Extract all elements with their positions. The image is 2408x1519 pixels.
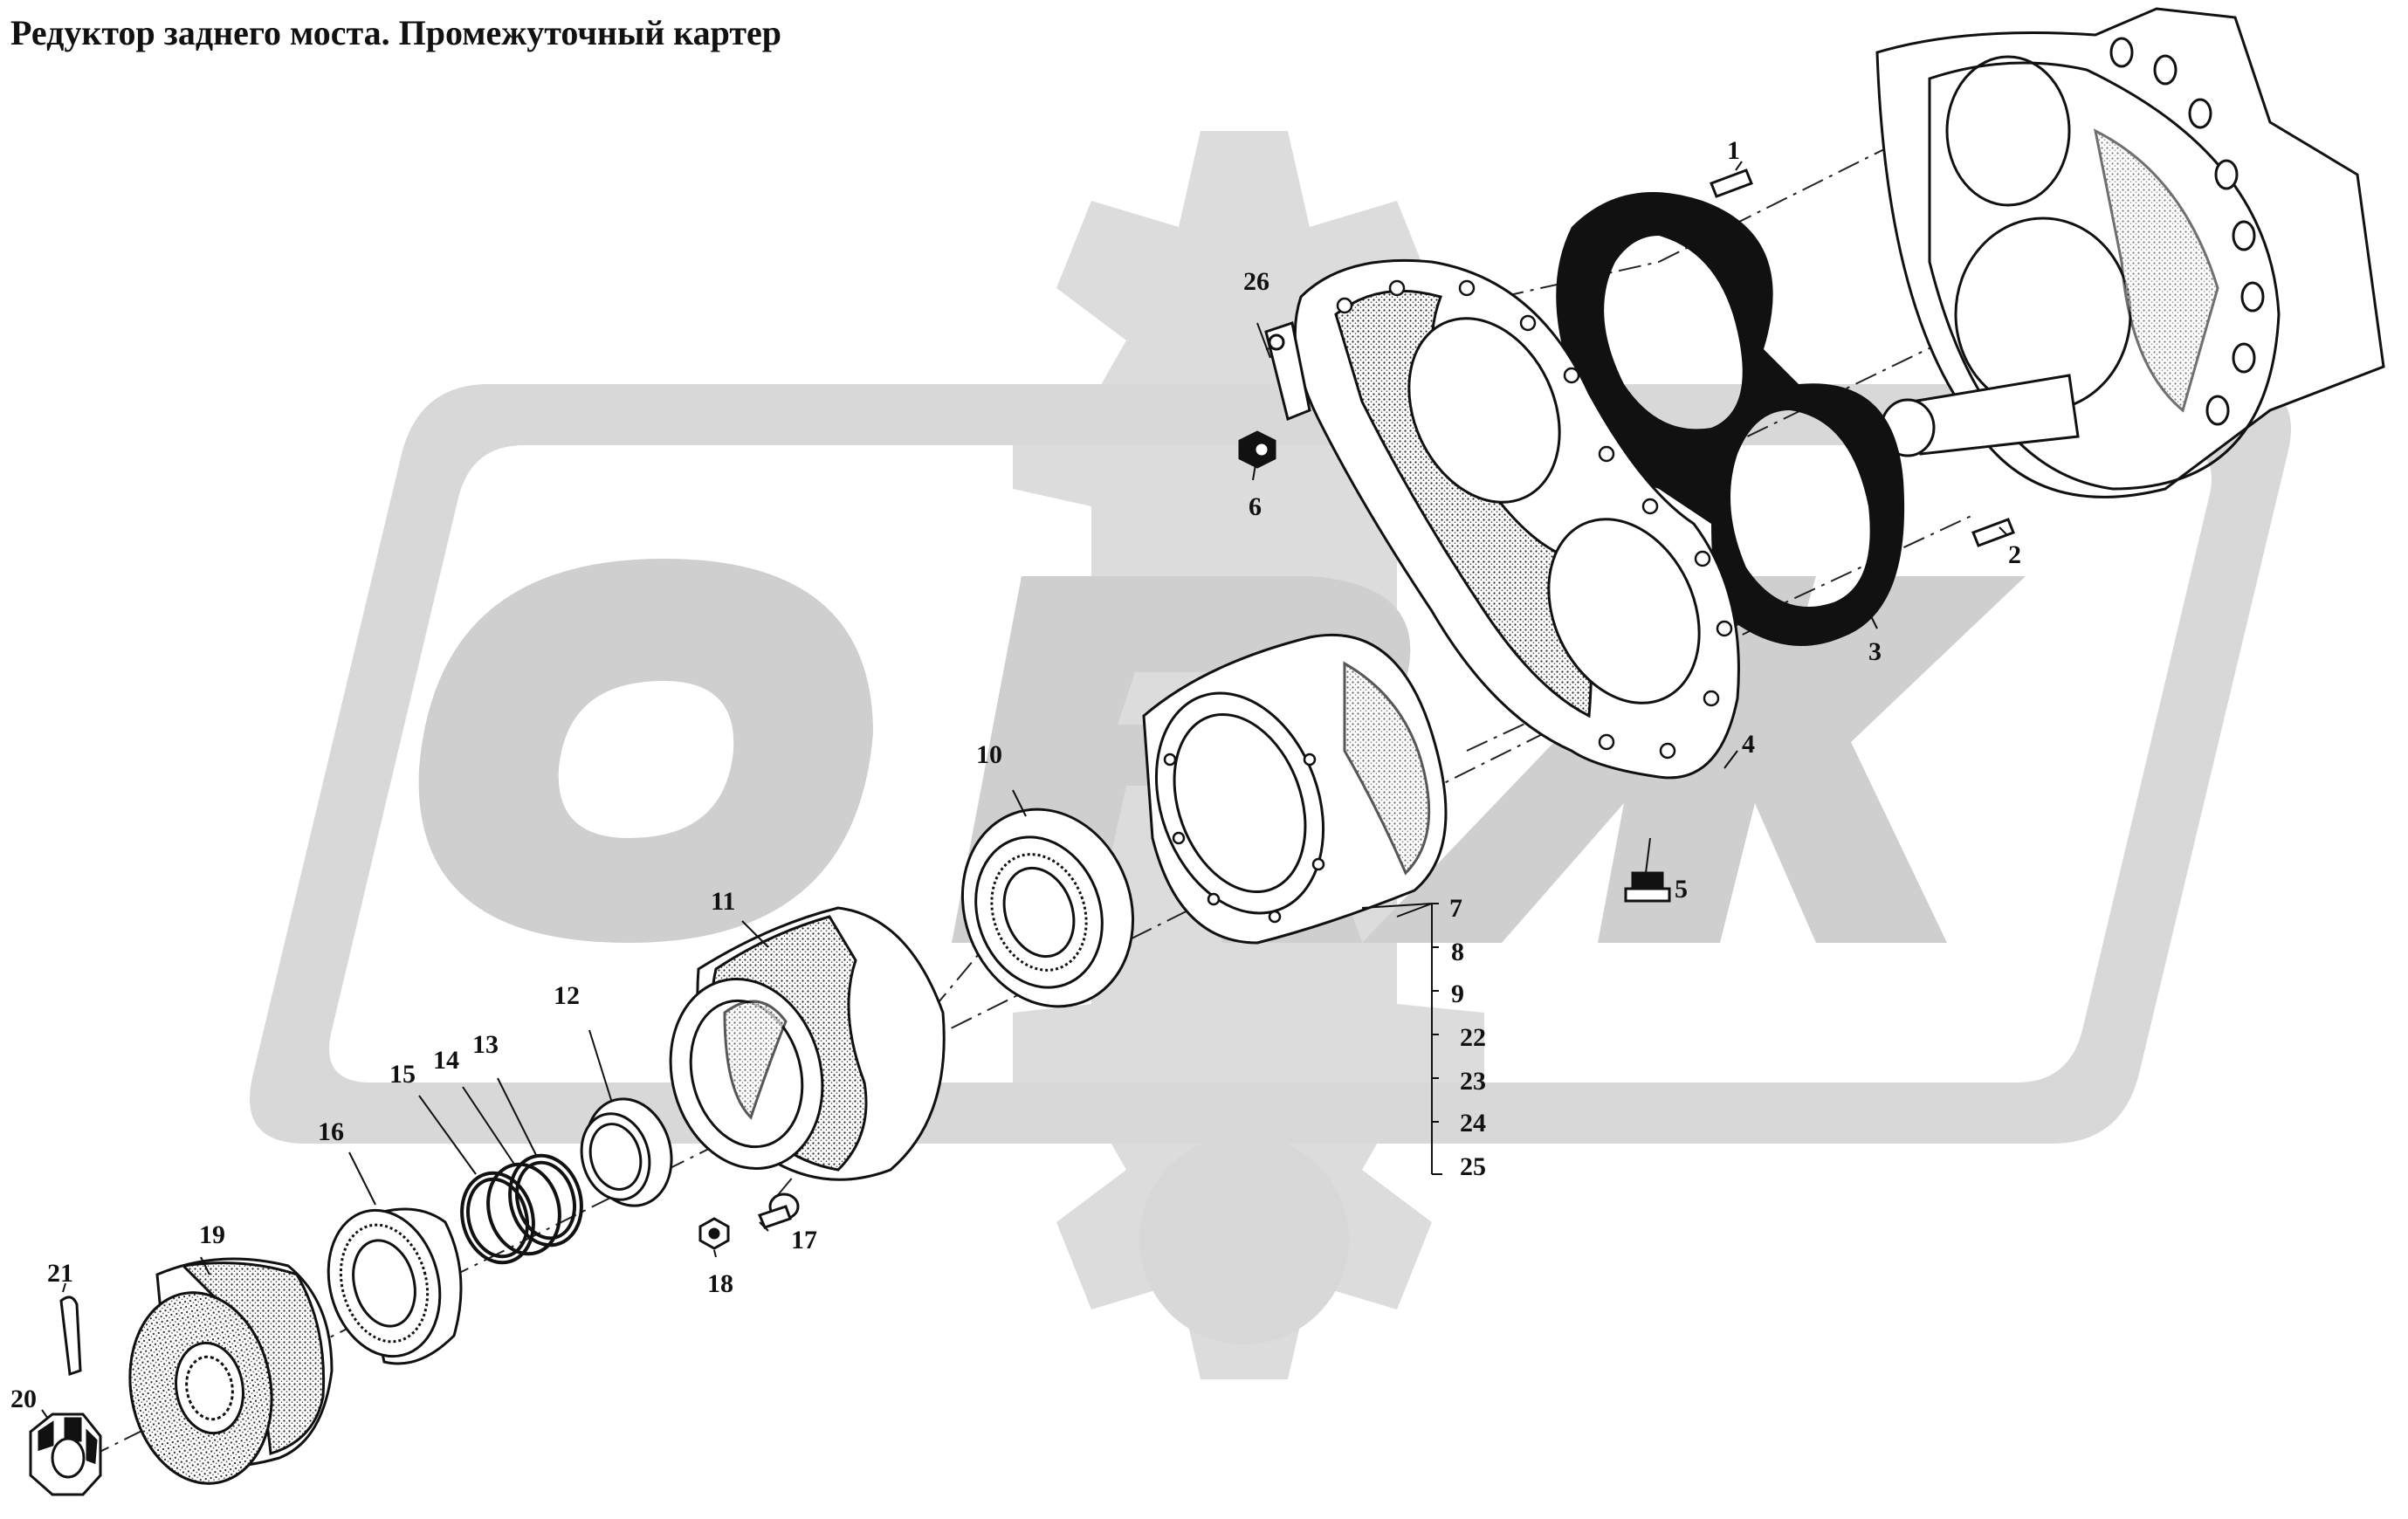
callout-10: 10 <box>976 740 1002 769</box>
ring-15 <box>460 1171 535 1265</box>
callout-21: 21 <box>47 1259 73 1288</box>
bearing-16 <box>327 1207 463 1365</box>
callout-4: 4 <box>1742 730 1755 759</box>
callout-6: 6 <box>1249 492 1262 521</box>
callout-13: 13 <box>472 1030 499 1059</box>
callout-16: 16 <box>318 1117 344 1146</box>
callout-26: 26 <box>1243 267 1269 296</box>
callout-18: 18 <box>707 1269 733 1298</box>
callout-9: 9 <box>1451 979 1464 1008</box>
flange-19 <box>128 1257 334 1485</box>
ring-14 <box>486 1162 561 1256</box>
callout-22: 22 <box>1460 1023 1486 1052</box>
callout-8: 8 <box>1451 938 1464 966</box>
callout-24: 24 <box>1460 1109 1486 1138</box>
gasket-3 <box>1556 192 1905 646</box>
callout-labels: 1 2 3 4 5 6 7 8 9 10 11 12 13 14 15 16 1… <box>10 136 2021 1413</box>
axle-housing <box>1875 7 2385 498</box>
bracket-26 <box>1264 321 1311 422</box>
bearing-10 <box>960 808 1135 1008</box>
bearing-cover-7 <box>1142 633 1448 945</box>
leader-lines <box>41 161 2007 1419</box>
callout-5: 5 <box>1675 875 1688 904</box>
callout-17: 17 <box>791 1226 817 1254</box>
castle-nut-20 <box>29 1412 102 1496</box>
cotter-pin-21 <box>59 1296 82 1377</box>
stud-2 <box>1971 518 2015 547</box>
callout-1: 1 <box>1727 136 1740 165</box>
callout-14: 14 <box>433 1046 459 1075</box>
seal-12 <box>580 1097 673 1207</box>
diagram-title: Редуктор заднего моста. Промежуточный ка… <box>10 13 782 52</box>
watermark-letter-o <box>418 559 874 943</box>
callout-11: 11 <box>711 887 735 916</box>
callout-23: 23 <box>1460 1067 1486 1096</box>
nut-6 <box>1238 430 1276 469</box>
callout-25: 25 <box>1460 1152 1486 1181</box>
callout-2: 2 <box>2008 540 2021 569</box>
intermediate-housing-4 <box>1293 258 1740 780</box>
nut-18 <box>698 1217 730 1250</box>
plug-5 <box>1624 871 1671 903</box>
watermark-frame <box>250 384 2291 1144</box>
bearing-housing-11 <box>669 906 946 1181</box>
callout-12: 12 <box>554 981 580 1010</box>
callout-7: 7 <box>1449 894 1462 923</box>
bolt-17 <box>757 1193 800 1229</box>
stud-1 <box>1710 168 1753 198</box>
callout-20: 20 <box>10 1385 37 1413</box>
callout-15: 15 <box>389 1060 416 1089</box>
callout-3: 3 <box>1868 637 1882 666</box>
callout-19: 19 <box>199 1220 225 1249</box>
